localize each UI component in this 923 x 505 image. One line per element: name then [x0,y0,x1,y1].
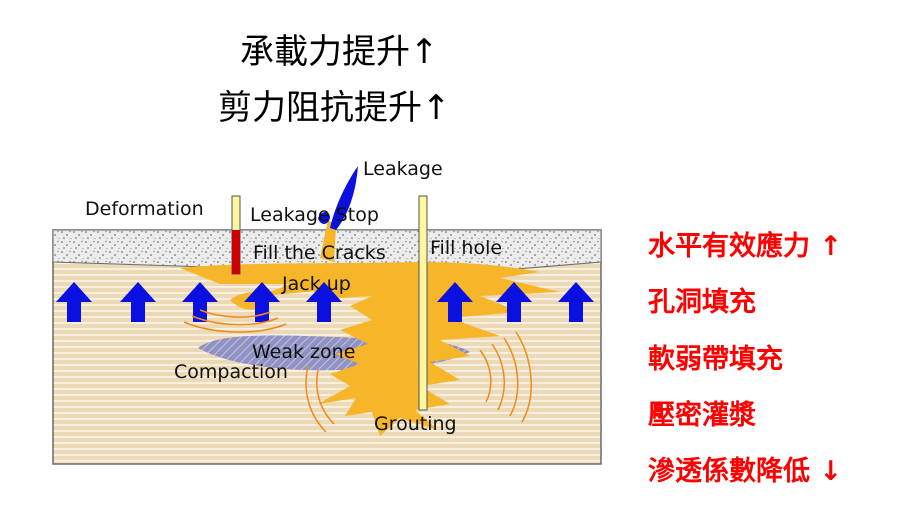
grouting-pipe [418,195,428,411]
up-arrow [558,282,594,322]
jack-up-arrows [56,282,594,322]
benefit-horizontal-stress: 水平有效應力 ↑ [648,231,843,262]
deformation-gauge-level [232,230,240,274]
title-bearing-capacity: 承載力提升↑ [240,32,439,72]
benefit-compaction-grouting: 壓密灌漿 [648,400,756,431]
label-fill-hole: Fill hole [430,237,502,259]
up-arrow [56,282,92,322]
label-jack-up: Jack up [281,273,351,295]
benefit-weak-zone-filling: 軟弱帶填充 [648,344,783,375]
benefit-permeability-reduction: 滲透係數降低 ↓ [648,456,843,487]
label-fill-cracks: Fill the Cracks [253,242,386,264]
label-weak-zone: Weak zone [252,341,355,363]
up-arrow [244,282,280,322]
compaction-waves [183,309,532,433]
leakage-drop [318,212,330,224]
label-grouting: Grouting [374,413,457,435]
benefit-hole-filling: 孔洞填充 [648,287,756,318]
up-arrow [182,282,218,322]
up-arrow [306,282,342,322]
label-leakage-stop: Leakage Stop [250,204,379,226]
up-arrow [496,282,532,322]
up-arrow [437,282,473,322]
up-arrow [120,282,156,322]
label-compaction: Compaction [174,361,288,383]
label-leakage: Leakage [363,158,443,180]
label-deformation: Deformation [85,198,204,220]
leakage-flame [330,166,358,230]
title-shear-resistance: 剪力阻抗提升↑ [218,88,451,128]
